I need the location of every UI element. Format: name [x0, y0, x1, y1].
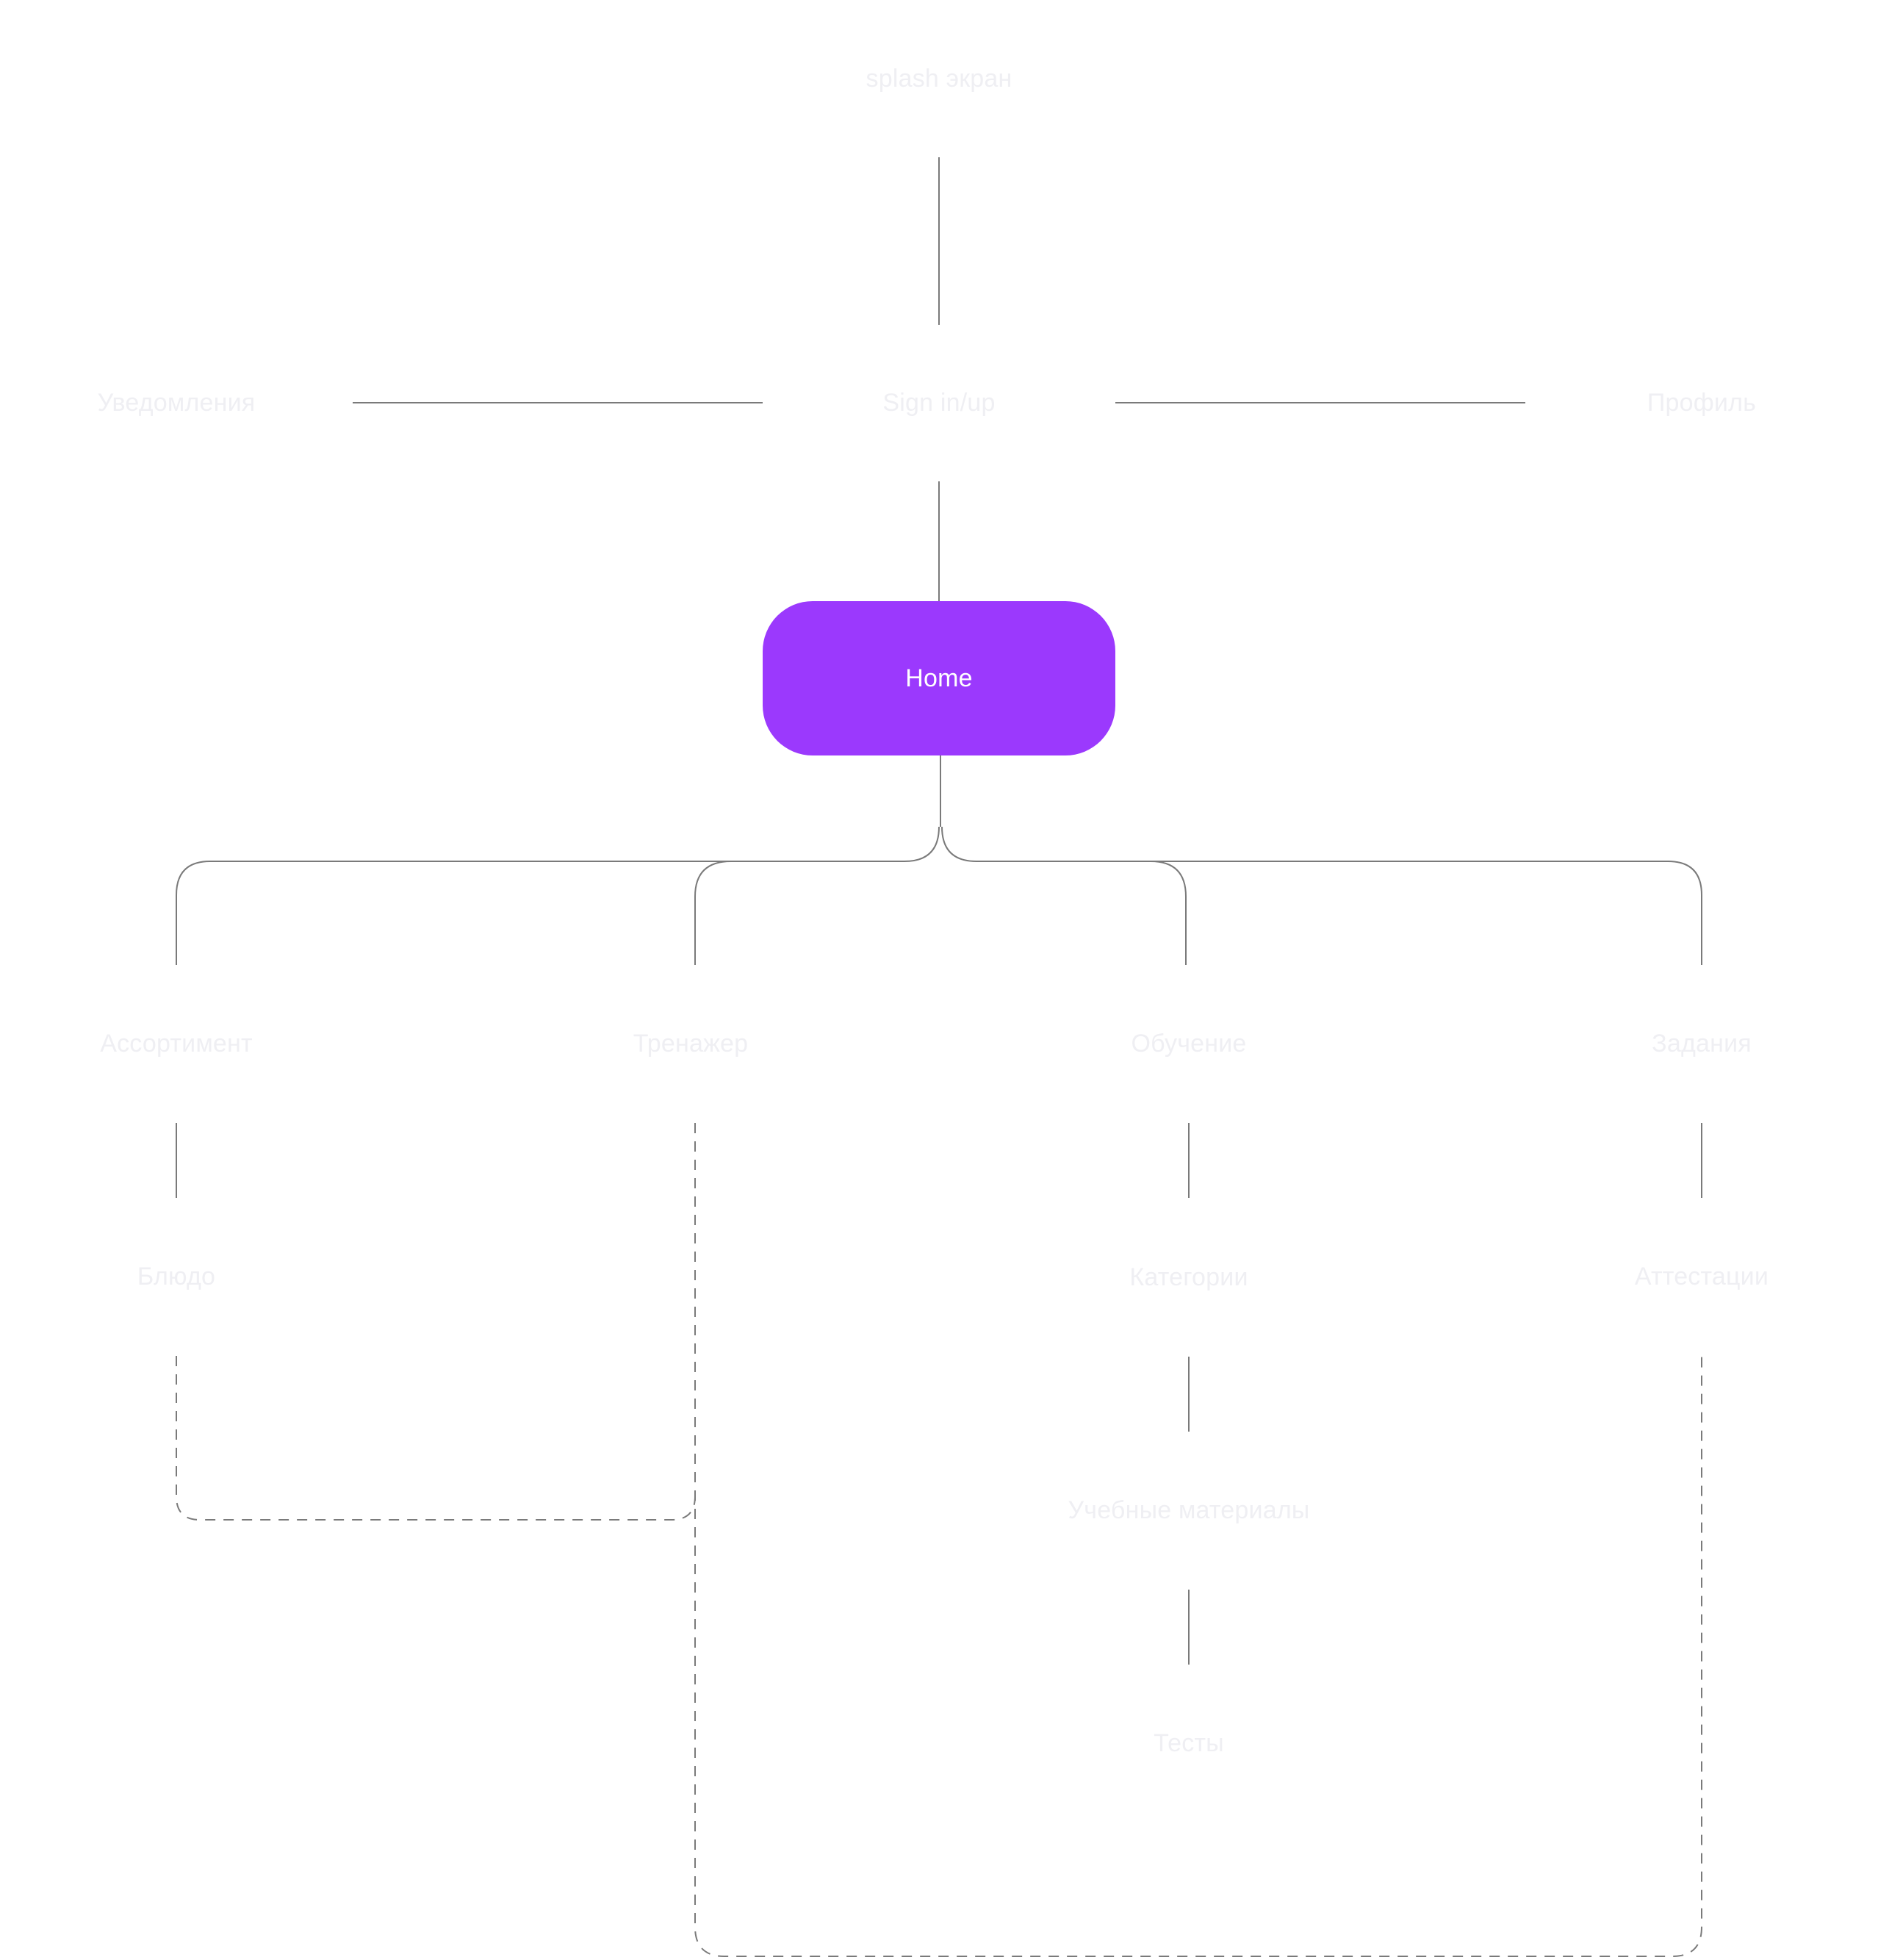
node-attestations[interactable]: Аттестации [1525, 1198, 1878, 1356]
node-label: Тренажер [633, 1030, 749, 1058]
node-label: Уведомления [97, 389, 256, 417]
node-label: Home [905, 664, 973, 692]
node-label: Категории [1129, 1263, 1248, 1291]
connector-home-learning-tasks [941, 826, 1702, 965]
node-label: Учебные материалы [1068, 1496, 1310, 1524]
node-label: splash экран [866, 64, 1012, 93]
node-label: Тесты [1154, 1729, 1224, 1757]
node-notifications[interactable]: Уведомления [0, 325, 353, 481]
node-label: Задания [1652, 1030, 1752, 1058]
node-label: Блюдо [137, 1263, 216, 1290]
node-study-materials[interactable]: Учебные материалы [1012, 1432, 1365, 1590]
node-learning[interactable]: Обучение [1012, 965, 1365, 1123]
node-tests[interactable]: Тесты [1012, 1665, 1365, 1823]
node-label: Sign in/up [882, 389, 996, 417]
node-label: Обучение [1131, 1030, 1247, 1058]
node-tasks[interactable]: Задания [1525, 965, 1878, 1123]
node-label: Профиль [1647, 389, 1757, 417]
node-trainer[interactable]: Тренажер [514, 965, 867, 1123]
node-label: Ассортимент [100, 1030, 253, 1058]
dashed-connector-dish-trainer [176, 1356, 696, 1521]
node-assortment[interactable]: Ассортимент [0, 965, 353, 1123]
node-home[interactable]: Home [763, 601, 1115, 755]
node-dish[interactable]: Блюдо [0, 1198, 353, 1356]
dashed-connector-trainer-attestations [694, 1123, 1702, 1957]
node-profile[interactable]: Профиль [1525, 325, 1878, 481]
node-categories[interactable]: Категории [1012, 1198, 1365, 1357]
connector-home-assortment-trainer [176, 826, 940, 965]
node-label: Аттестации [1634, 1263, 1769, 1290]
node-splash-screen[interactable]: splash экран [763, 0, 1115, 157]
node-sign-in-up[interactable]: Sign in/up [763, 325, 1115, 481]
